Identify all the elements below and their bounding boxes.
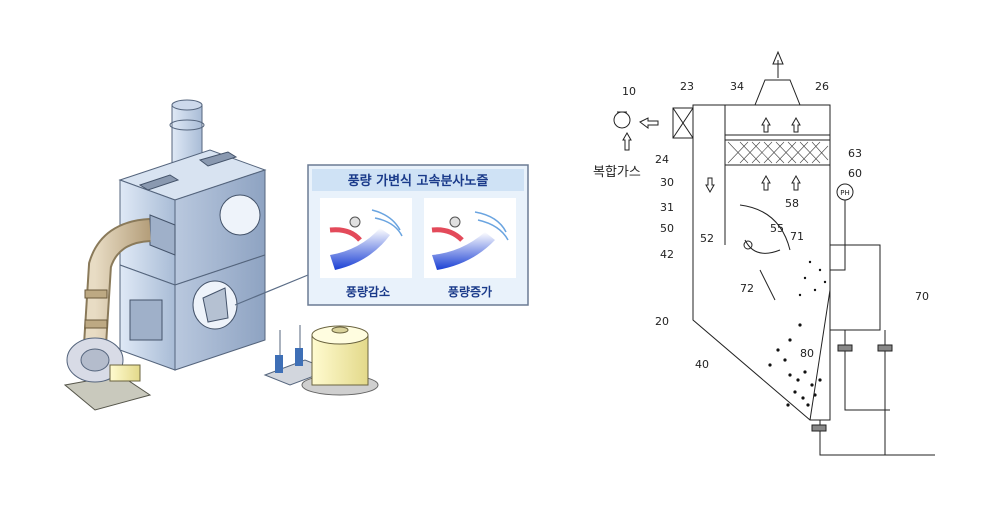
equipment-illustration: 풍량 가변식 고속분사노즐 풍량감소 풍량증가: [63, 99, 529, 411]
nozzle-high-airflow-image: [424, 198, 516, 278]
ref-63: 63: [848, 147, 862, 160]
ref-23: 23: [680, 80, 694, 93]
ref-34: 34: [730, 80, 744, 93]
ref-52: 52: [700, 232, 714, 245]
callout-title: 풍량 가변식 고속분사노즐: [348, 173, 489, 189]
pump-symbol: [613, 111, 631, 129]
packing-bed: [724, 139, 831, 166]
ph-meter: PH: [836, 183, 854, 201]
ph-label: PH: [840, 189, 850, 197]
separation-tank: [829, 244, 881, 331]
ref-42: 42: [660, 248, 674, 261]
flow-arrows: [622, 116, 801, 194]
ref-40: 40: [695, 358, 709, 371]
blower-fan: [63, 337, 152, 411]
label-airflow-decrease: 풍량감소: [346, 284, 390, 299]
ref-31: 31: [660, 201, 674, 214]
sediment-particles: [768, 260, 827, 407]
patent-schematic: PH 10 23 34 26 63 24 30 60 31 58 50 55 7…: [560, 0, 1000, 515]
ref-80: 80: [800, 347, 814, 360]
scrubber-tower: [118, 149, 267, 371]
nozzle-callout-box: 풍량 가변식 고속분사노즐 풍량감소 풍량증가: [307, 164, 529, 306]
inlet-duct: [83, 218, 152, 346]
ref-72: 72: [740, 282, 754, 295]
outlet-hood: [754, 79, 801, 106]
ref-60: 60: [848, 167, 862, 180]
ref-24: 24: [655, 153, 669, 166]
callout-pointer: [234, 274, 309, 306]
packing-hatch: [727, 141, 829, 164]
inlet-damper: [672, 107, 694, 139]
ref-20: 20: [655, 315, 669, 328]
nozzle-low-airflow-image: [320, 198, 412, 278]
label-airflow-increase: 풍량증가: [448, 284, 492, 299]
nozzle-assembly: [739, 204, 791, 301]
ref-50: 50: [660, 222, 674, 235]
ref-55: 55: [770, 222, 784, 235]
ref-30: 30: [660, 176, 674, 189]
ref-70: 70: [915, 290, 929, 303]
ref-71: 71: [790, 230, 804, 243]
ref-26: 26: [815, 80, 829, 93]
chemical-tank: [301, 325, 379, 396]
valves: [811, 344, 893, 432]
input-gas-label: 복합가스: [593, 165, 641, 180]
ref-58: 58: [785, 197, 799, 210]
ref-10: 10: [622, 85, 636, 98]
